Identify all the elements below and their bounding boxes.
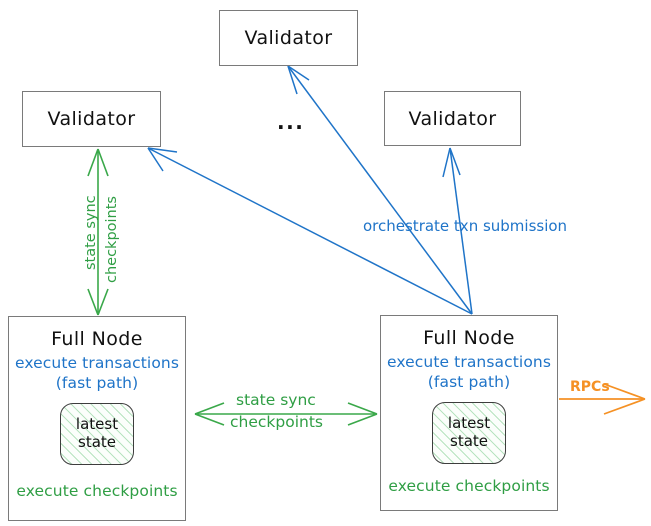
fullnode-left-state-line2: state bbox=[78, 432, 116, 451]
validator-right-label: Validator bbox=[408, 107, 497, 130]
fullnode-right-box[interactable]: Full Node execute transactions (fast pat… bbox=[380, 315, 558, 511]
fullnode-right-blue-text: execute transactions (fast path) bbox=[387, 353, 551, 393]
fullnode-left-title: Full Node bbox=[51, 328, 143, 350]
fullnode-left-latest-state-box[interactable]: latest state bbox=[60, 402, 134, 465]
fullnode-left-box[interactable]: Full Node execute transactions (fast pat… bbox=[8, 316, 186, 521]
validator-right-box[interactable]: Validator bbox=[384, 91, 521, 146]
validator-top-label: Validator bbox=[244, 27, 333, 49]
fullnode-right-latest-state-box[interactable]: latest state bbox=[432, 401, 506, 464]
fullnode-left-blue-line1: execute transactions bbox=[14, 354, 180, 372]
validator-left-box[interactable]: Validator bbox=[22, 91, 161, 147]
rpcs-label: RPCs bbox=[570, 379, 610, 395]
state-sync-vertical-label-line1: state sync bbox=[83, 195, 99, 270]
fullnode-right-green-footer: execute checkpoints bbox=[388, 476, 550, 495]
state-sync-horizontal-label-line1: state sync bbox=[236, 391, 316, 409]
validators-ellipsis: ... bbox=[277, 110, 305, 134]
fullnode-right-state-line1: latest bbox=[447, 413, 491, 432]
fullnode-left-green-footer: execute checkpoints bbox=[16, 481, 178, 500]
fullnode-right-title: Full Node bbox=[423, 327, 515, 349]
orchestrate-txn-submission-label: orchestrate txn submission bbox=[363, 217, 568, 235]
state-sync-horizontal-label-line2: checkpoints bbox=[230, 413, 323, 431]
fullnode-right-state-line2: state bbox=[450, 431, 488, 450]
fullnode-right-blue-line1: execute transactions bbox=[386, 353, 552, 371]
fullnode-left-blue-line2: (fast path) bbox=[55, 373, 139, 392]
state-sync-vertical-label-line2: checkpoints bbox=[104, 196, 120, 283]
fullnode-right-blue-line2: (fast path) bbox=[427, 372, 511, 391]
validator-left-label: Validator bbox=[47, 108, 136, 130]
validator-top-box[interactable]: Validator bbox=[219, 10, 358, 66]
fullnode-left-blue-text: execute transactions (fast path) bbox=[15, 354, 179, 394]
fullnode-left-state-line1: latest bbox=[75, 414, 119, 433]
